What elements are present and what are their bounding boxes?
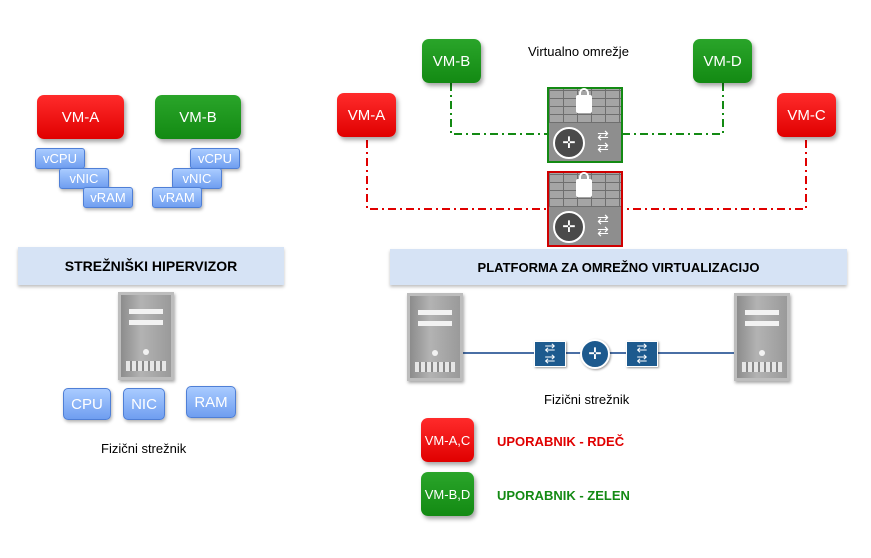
router-icon: ✛ — [553, 127, 585, 159]
legend-label-red: UPORABNIK - RDEČ — [497, 434, 625, 449]
hypervisor-bar: STREŽNIŠKI HIPERVIZOR — [18, 247, 284, 285]
vnic-chip-b: vNIC — [172, 168, 222, 189]
lock-icon — [576, 88, 592, 113]
ram-chip: RAM — [186, 386, 236, 418]
server-icon-right-a — [407, 293, 463, 381]
vnic-chip-a: vNIC — [59, 168, 109, 189]
vram-chip-a: vRAM — [83, 187, 133, 208]
vm-a-right: VM-A — [337, 93, 396, 137]
vram-chip-b: vRAM — [152, 187, 202, 208]
server-icon-right-b — [734, 293, 790, 381]
switch-icon: ⇄⇄ — [597, 211, 609, 239]
nic-chip: NIC — [123, 388, 165, 420]
switch-icon: ⇄⇄ — [597, 127, 609, 155]
lock-icon — [576, 172, 592, 197]
vcpu-chip-a: vCPU — [35, 148, 85, 169]
vm-b-left: VM-B — [155, 95, 241, 139]
red-link-left — [366, 140, 548, 210]
green-link-left — [450, 83, 548, 135]
network-label: Virtualno omrežje — [528, 44, 629, 59]
vm-b-right: VM-B — [422, 39, 481, 83]
vm-d-right: VM-D — [693, 39, 752, 83]
vm-a-left: VM-A — [37, 95, 124, 139]
switch-icon: ⇄⇄ — [626, 341, 658, 367]
firewall-icon-green: ✛ ⇄⇄ — [547, 87, 623, 163]
caption-right: Fizični strežnik — [544, 392, 630, 407]
legend-label-green: UPORABNIK - ZELEN — [497, 488, 630, 503]
server-icon-left — [118, 292, 174, 380]
red-link-right — [620, 140, 807, 210]
cpu-chip: CPU — [63, 388, 111, 420]
caption-left: Fizični strežnik — [101, 441, 187, 456]
vcpu-chip-b: vCPU — [190, 148, 240, 169]
legend-box-green: VM-B,D — [421, 472, 474, 516]
vm-c-right: VM-C — [777, 93, 836, 137]
legend-box-red: VM-A,C — [421, 418, 474, 462]
router-icon: ✛ — [580, 339, 610, 369]
router-icon: ✛ — [553, 211, 585, 243]
green-link-right — [620, 83, 724, 135]
firewall-icon-red: ✛ ⇄⇄ — [547, 171, 623, 247]
switch-icon: ⇄⇄ — [534, 341, 566, 367]
platform-bar: PLATFORMA ZA OMREŽNO VIRTUALIZACIJO — [390, 249, 847, 285]
